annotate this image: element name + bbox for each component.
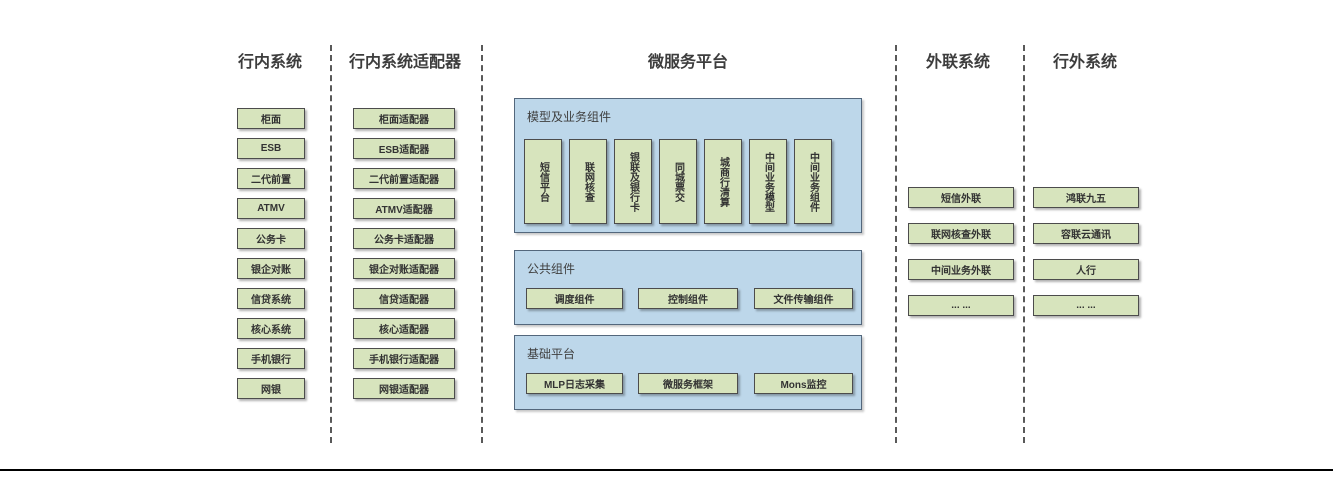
component-box: 短信平台 xyxy=(524,139,562,224)
external-link-box: ... ... xyxy=(908,295,1014,316)
adapter-box: 手机银行适配器 xyxy=(353,348,455,369)
panel-title: 公共组件 xyxy=(527,262,576,276)
adapter-box: 二代前置适配器 xyxy=(353,168,455,189)
external-link-box: 中间业务外联 xyxy=(908,259,1014,280)
panel-title: 模型及业务组件 xyxy=(527,110,612,124)
adapter-box: 柜面适配器 xyxy=(353,108,455,129)
external-link-box: 短信外联 xyxy=(908,187,1014,208)
system-box: 手机银行 xyxy=(237,348,305,369)
column-title-outside: 行外系统 xyxy=(1052,54,1117,71)
bottom-border-line xyxy=(0,469,1333,471)
system-box: ESB xyxy=(237,138,305,159)
component-box: 文件传输组件 xyxy=(754,288,853,309)
adapter-box: ATMV适配器 xyxy=(353,198,455,219)
component-box: Mons监控 xyxy=(754,373,853,394)
component-box: 控制组件 xyxy=(638,288,738,309)
panel-title: 基础平台 xyxy=(527,347,576,361)
column-title-external-link: 外联系统 xyxy=(925,54,990,71)
column-divider xyxy=(330,45,332,443)
system-box: 网银 xyxy=(237,378,305,399)
component-box: 联网核查 xyxy=(569,139,607,224)
component-box: MLP日志采集 xyxy=(526,373,623,394)
panel-base-platform: 基础平台 MLP日志采集 微服务框架 Mons监控 xyxy=(514,335,862,410)
outside-system-box: 人行 xyxy=(1033,259,1139,280)
outside-system-box: ... ... xyxy=(1033,295,1139,316)
adapter-box: 银企对账适配器 xyxy=(353,258,455,279)
column-divider xyxy=(1023,45,1025,443)
system-box: 银企对账 xyxy=(237,258,305,279)
adapter-box: 核心适配器 xyxy=(353,318,455,339)
adapter-box: 信贷适配器 xyxy=(353,288,455,309)
adapter-box: 网银适配器 xyxy=(353,378,455,399)
system-box: 信贷系统 xyxy=(237,288,305,309)
system-box: 柜面 xyxy=(237,108,305,129)
external-link-box: 联网核查外联 xyxy=(908,223,1014,244)
component-box: 调度组件 xyxy=(526,288,623,309)
component-box: 同城票交 xyxy=(659,139,697,224)
outside-system-box: 鸿联九五 xyxy=(1033,187,1139,208)
system-box: 公务卡 xyxy=(237,228,305,249)
outside-system-box: 容联云通讯 xyxy=(1033,223,1139,244)
component-box: 城商行清算 xyxy=(704,139,742,224)
adapter-box: 公务卡适配器 xyxy=(353,228,455,249)
component-box: 中间业务模型 xyxy=(749,139,787,224)
adapter-box: ESB适配器 xyxy=(353,138,455,159)
column-divider xyxy=(895,45,897,443)
column-divider xyxy=(481,45,483,443)
system-box: 核心系统 xyxy=(237,318,305,339)
panel-common-components: 公共组件 调度组件 控制组件 文件传输组件 xyxy=(514,250,862,325)
column-title-platform: 微服务平台 xyxy=(647,54,728,71)
column-title-internal: 行内系统 xyxy=(237,54,302,71)
column-title-adapters: 行内系统适配器 xyxy=(348,54,461,71)
component-box: 微服务框架 xyxy=(638,373,738,394)
component-box: 中间业务组件 xyxy=(794,139,832,224)
system-box: 二代前置 xyxy=(237,168,305,189)
component-box: 银联及银行卡 xyxy=(614,139,652,224)
system-box: ATMV xyxy=(237,198,305,219)
panel-model-business-components: 模型及业务组件 短信平台 联网核查 银联及银行卡 同城票交 城商行清算 中间业务… xyxy=(514,98,862,233)
